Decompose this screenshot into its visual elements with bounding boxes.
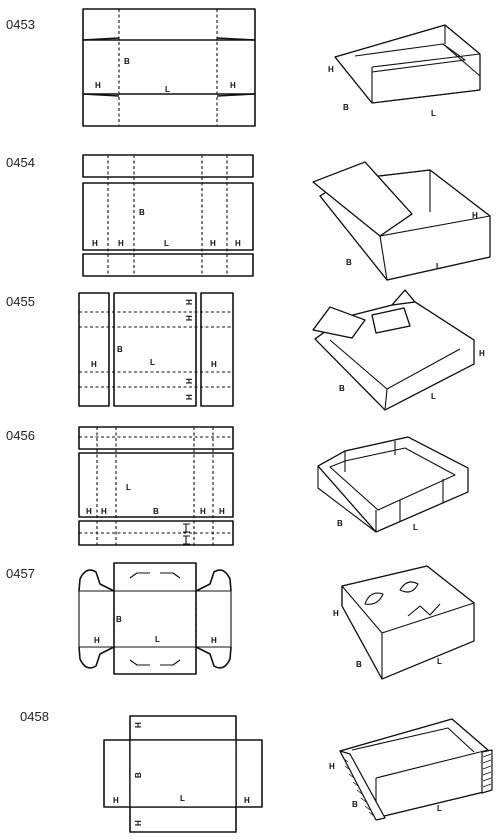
breadth-label: B <box>153 507 159 516</box>
height-label: H <box>230 81 236 90</box>
breadth-label: B <box>346 258 352 267</box>
breadth-label: B <box>134 772 143 778</box>
height-label: H <box>329 762 335 771</box>
box-view: H B L <box>312 161 491 281</box>
height-label: H <box>328 65 334 74</box>
length-label: L <box>126 483 131 492</box>
height-label: H <box>134 820 143 826</box>
style-0456: 0456 H H H H B L <box>6 426 469 546</box>
box-view: B L <box>317 436 469 533</box>
style-code: 0457 <box>6 566 35 581</box>
height-label: H <box>210 239 216 248</box>
style-code: 0458 <box>20 709 49 724</box>
length-label: L <box>431 109 436 118</box>
breadth-label: B <box>352 800 358 809</box>
height-label: H <box>92 239 98 248</box>
height-label: H <box>333 609 339 618</box>
flat-net: H H H H B L <box>78 426 234 546</box>
height-label: H <box>472 211 478 220</box>
style-0457: 0457 H H B L <box>6 562 475 680</box>
height-label: H <box>479 349 485 358</box>
length-label: L <box>431 392 436 401</box>
style-0455: 0455 H H H H H H B L <box>6 289 485 411</box>
length-label: L <box>150 358 155 367</box>
height-label: H <box>244 796 250 805</box>
height-label: H <box>185 378 194 384</box>
height-label: H <box>211 360 217 369</box>
breadth-label: B <box>117 345 123 354</box>
height-label: H <box>211 636 217 645</box>
height-label: H <box>185 394 194 400</box>
height-label: H <box>235 239 241 248</box>
box-view: H B L <box>333 565 475 680</box>
height-label: H <box>200 507 206 516</box>
breadth-label: B <box>343 103 349 112</box>
length-label: L <box>180 794 185 803</box>
height-label: H <box>94 636 100 645</box>
height-label: H <box>101 507 107 516</box>
length-label: L <box>437 657 442 666</box>
flat-net: H H H H B L <box>82 154 254 277</box>
length-label: L <box>165 85 170 94</box>
style-code: 0453 <box>6 17 35 32</box>
length-label: L <box>164 239 169 248</box>
height-label: H <box>118 239 124 248</box>
box-view: H B L <box>328 24 481 118</box>
height-label: H <box>91 360 97 369</box>
height-label: H <box>185 315 194 321</box>
breadth-label: B <box>339 384 345 393</box>
height-label: H <box>113 796 119 805</box>
flat-net: H H B L <box>78 562 232 675</box>
style-code: 0455 <box>6 294 35 309</box>
style-code: 0454 <box>6 155 35 170</box>
flat-net: H H H H H H B L <box>78 292 234 407</box>
box-view: H B L <box>312 289 485 411</box>
length-label: L <box>437 804 442 813</box>
breadth-label: B <box>139 208 145 217</box>
breadth-label: B <box>124 57 130 66</box>
breadth-label: B <box>337 519 343 528</box>
breadth-label: B <box>356 660 362 669</box>
height-label: H <box>134 722 143 728</box>
style-0453: 0453 H H B L H B L <box>6 8 481 127</box>
flat-net: H H H H B L <box>103 715 263 833</box>
height-label: H <box>86 507 92 516</box>
length-label: L <box>155 635 160 644</box>
flat-net: H H B L <box>82 8 256 127</box>
style-0454: 0454 H H H H B L H B <box>6 154 491 281</box>
length-label: L <box>436 262 441 271</box>
style-code: 0456 <box>6 428 35 443</box>
box-view: H B L <box>329 718 493 821</box>
height-label: H <box>95 81 101 90</box>
breadth-label: B <box>116 615 122 624</box>
height-label: H <box>219 507 225 516</box>
height-label: H <box>185 299 194 305</box>
style-0458: 0458 H H H H B L H B <box>20 709 493 833</box>
length-label: L <box>413 523 418 532</box>
